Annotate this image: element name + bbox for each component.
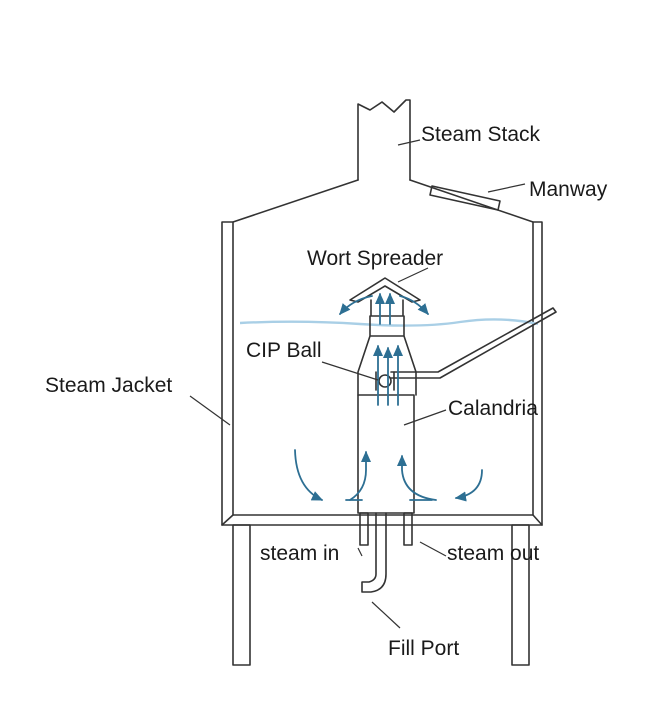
label-wort-spreader: Wort Spreader [307,247,443,270]
cip-ball [378,374,392,388]
manway [429,185,501,211]
steam-in-pipe [359,512,369,546]
steam-stack [357,99,411,181]
label-steam-out: steam out [447,542,539,565]
leader-lines [189,139,526,629]
label-manway: Manway [529,178,608,201]
steam-jacket [232,221,534,516]
kettle-outer-shell [221,179,543,526]
label-steam-in: steam in [260,542,339,565]
spreader-cone [357,315,417,396]
wort-surface-line [239,318,539,327]
label-steam-stack: Steam Stack [421,123,541,146]
steam-out-pipe [403,512,413,546]
cip-arm [390,307,557,379]
wort-flow-arrows [294,292,483,502]
label-steam-jacket: Steam Jacket [45,374,172,397]
label-fill-port: Fill Port [388,637,459,660]
fill-port-pipe [361,512,387,593]
label-cip-ball: CIP Ball [246,339,321,362]
wort-spreader [349,277,421,303]
label-calandria: Calandria [448,397,538,420]
